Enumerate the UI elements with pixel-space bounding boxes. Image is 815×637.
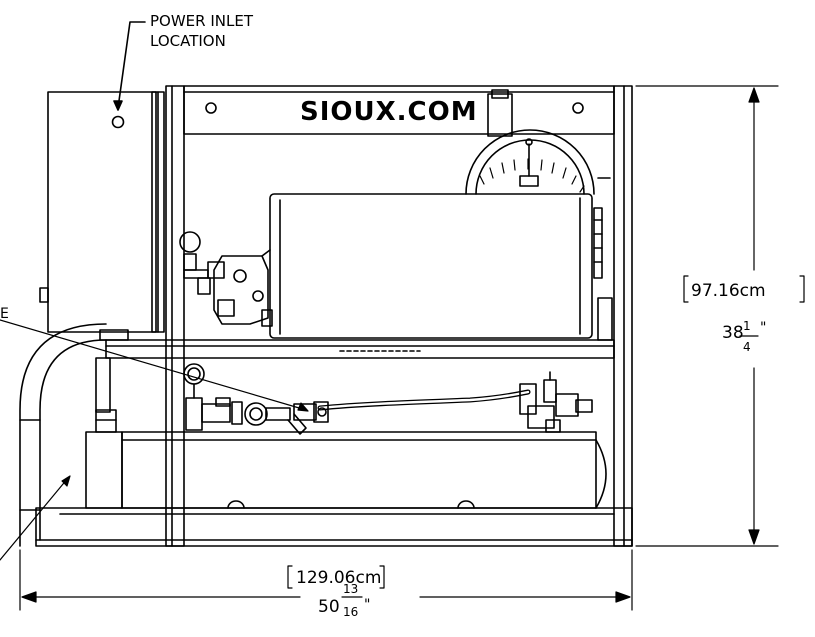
power-inlet-label-line2: LOCATION	[150, 32, 226, 50]
inlet-fitting	[95, 409, 117, 433]
frame	[35, 85, 633, 547]
pressure-gauge-upper	[179, 231, 201, 253]
latch	[487, 93, 513, 137]
cut-off-label: E	[0, 306, 9, 322]
height-numerator: 1	[743, 319, 751, 333]
tank	[85, 431, 607, 509]
width-whole: 50	[318, 597, 340, 617]
pump	[179, 231, 273, 327]
hose	[317, 389, 531, 411]
width-metric: 129.06cm	[296, 568, 381, 588]
bracket	[597, 297, 613, 341]
height-dimension	[635, 85, 779, 547]
tank-end-cap	[85, 431, 123, 509]
height-denominator: 4	[743, 340, 751, 354]
mount-hole-left	[205, 102, 217, 114]
width-unit: "	[364, 597, 370, 613]
height-whole: 38	[722, 323, 744, 343]
height-unit: "	[760, 320, 766, 336]
leader-lines	[0, 319, 309, 561]
height-metric: 97.16cm	[691, 281, 766, 301]
motor	[269, 129, 613, 341]
control-box	[39, 91, 165, 341]
power-inlet-hole	[111, 115, 125, 129]
handle	[19, 323, 107, 547]
power-inlet-label-line1: POWER INLET	[150, 12, 254, 30]
width-dimension	[19, 275, 805, 611]
width-denominator: 16	[343, 605, 358, 619]
mount-hole-right	[572, 102, 584, 114]
motor-fan-housing	[465, 129, 595, 195]
brand-text: SIOUX.COM	[300, 97, 478, 127]
plumbing	[95, 363, 593, 435]
pressure-gauge-lower	[183, 363, 205, 385]
width-numerator: 13	[343, 582, 358, 596]
valve	[244, 402, 268, 426]
power-inlet-leader	[113, 21, 146, 111]
